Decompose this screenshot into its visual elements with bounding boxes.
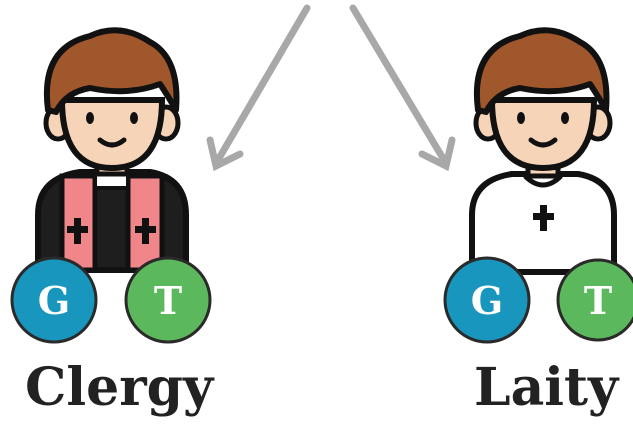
clergy-avatar-icon bbox=[35, 27, 189, 273]
clergy-badge-g: G bbox=[10, 256, 98, 344]
laity-avatar-icon bbox=[469, 27, 617, 275]
cross-icon bbox=[67, 218, 88, 244]
laity-badge-g: G bbox=[443, 256, 531, 344]
clergy-badge-t: T bbox=[124, 256, 212, 344]
badge-letter: G bbox=[471, 278, 503, 323]
badge-letter: G bbox=[38, 278, 70, 323]
clergy-label: Clergy bbox=[25, 357, 214, 418]
arrow-left-down bbox=[206, 4, 311, 172]
cross-icon bbox=[533, 205, 554, 231]
cross-icon bbox=[135, 218, 156, 244]
laity-badge-t: T bbox=[556, 258, 633, 342]
badge-letter: T bbox=[584, 278, 612, 323]
arrow-right-down bbox=[349, 4, 456, 172]
badge-letter: T bbox=[154, 278, 182, 323]
laity-label: Laity bbox=[474, 357, 619, 418]
